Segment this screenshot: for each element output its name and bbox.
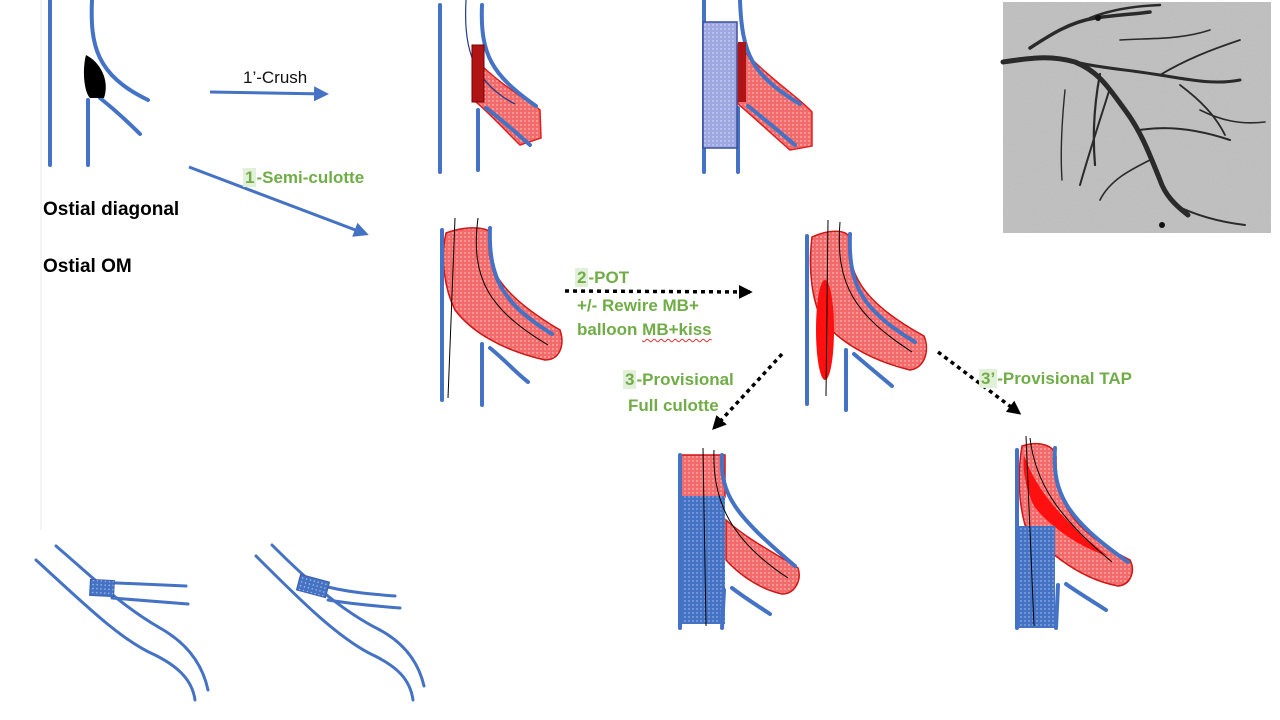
label-full-culotte: Full culotte [628,396,719,415]
pot-balloon [816,280,834,380]
semi-culotte-diagram [440,217,563,407]
label-semi-culotte: 1-Semi-culotte [243,168,364,188]
stent-crushed [471,44,485,103]
label-semi-culotte-number: 1 [243,168,257,187]
label-pot-number: 2 [575,268,589,287]
label-pot-kiss-b: MB+kiss [642,320,712,339]
vessel-sketch-left [34,544,210,702]
angiogram-image [1000,2,1271,233]
lesion-plaque [83,55,106,98]
pot-diagram [805,219,928,412]
label-semi-culotte-text: -Semi-culotte [256,168,365,187]
arrow-to-crush [209,86,329,102]
arrow-to-pot [564,284,753,299]
label-provisional-tap: 3’-Provisional TAP [979,369,1132,389]
crush-diagram-b [702,0,813,174]
label-pot-kiss-a: balloon [577,320,643,339]
vessel-sketch-right [254,543,426,702]
lesion-diagram [48,0,150,167]
label-ostial-diagonal: Ostial diagonal [43,199,180,220]
label-crush: 1’-Crush [243,68,308,87]
arrow-to-tap [936,350,1022,415]
label-provisional-number: 3 [623,370,637,389]
label-tap-number: 3’ [979,369,998,388]
tap-diagram [1015,435,1134,630]
label-pot: 2-POT [575,268,629,288]
label-ostial-om: Ostial OM [43,256,132,277]
balloon-inflated [702,21,738,149]
label-provisional-text: -Provisional [636,370,734,389]
arrow-to-semi-culotte [188,165,369,237]
full-culotte-diagram [678,447,800,630]
arrow-to-full-culotte [712,352,784,431]
label-tap-text: -Provisional TAP [997,369,1132,388]
crush-diagram-a [438,0,542,174]
label-pot-kiss: balloon MB+kiss [577,320,712,340]
label-pot-rewire: +/- Rewire MB+ [577,296,699,315]
label-pot-text: -POT [588,268,630,287]
label-provisional: 3-Provisional [623,370,734,390]
